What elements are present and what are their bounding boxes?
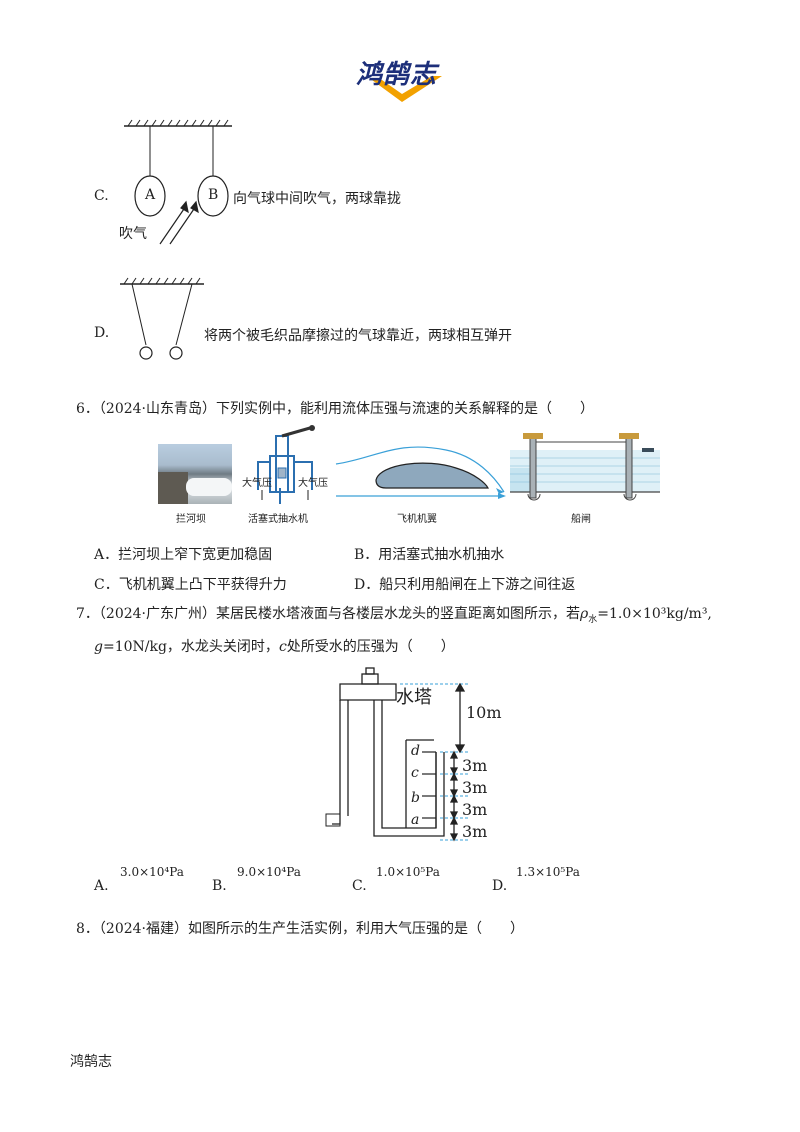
q6-caption-wing: 飞机机翼 — [397, 514, 437, 525]
q6-option-b: B．用活塞式抽水机抽水 — [354, 547, 505, 563]
footer-text: 鸿鹄志 — [70, 1054, 112, 1070]
q5d-figure — [120, 277, 204, 360]
q7-height-3m-2: 3m — [462, 778, 488, 797]
q7-point-a: a — [411, 812, 420, 828]
q5d-option-letter: D. — [94, 325, 110, 341]
q7-stem-line2: g=10N/kg，水龙头关闭时，c处所受水的压强为（ ） — [94, 636, 455, 656]
q7-height-3m-4: 3m — [462, 822, 488, 841]
q8-stem: 8．（2024·福建）如图所示的生产生活实例，利用大气压强的是（ ） — [76, 921, 524, 937]
q7-stem-line2-end: 处所受水的压强为（ ） — [286, 639, 455, 655]
q7-height-3m-3: 3m — [462, 800, 488, 819]
q6-option-c: C．飞机机翼上凸下平获得升力 — [94, 577, 287, 593]
blow-arrows — [159, 200, 199, 245]
q5c-ball-a-label: A — [145, 187, 156, 203]
logo-text: 鸿鹄志 — [356, 60, 438, 90]
q6-pump-figure — [257, 425, 315, 504]
q6-caption-pump: 活塞式抽水机 — [248, 514, 308, 525]
q6-option-a: A．拦河坝上窄下宽更加稳固 — [94, 547, 273, 563]
q7-g: g — [94, 639, 103, 655]
q6-caption-dam: 拦河坝 — [176, 514, 206, 525]
balloon-right — [169, 346, 183, 360]
header-logo: 鸿鹄志 — [350, 50, 470, 110]
q5c-figure — [124, 119, 232, 245]
q5d-option-text: 将两个被毛织品摩擦过的气球靠近，两球相互弹开 — [204, 328, 512, 344]
q7-option-a-value: 3.0×10⁴Pa — [120, 865, 184, 879]
balloon-b — [197, 175, 229, 217]
q7-option-a-letter: A. — [94, 878, 109, 894]
q6-wing-figure — [335, 446, 506, 499]
q6-pump-label-left: 大气压 — [242, 478, 272, 489]
q5c-ball-b-label: B — [208, 187, 219, 203]
q7-option-c-value: 1.0×10⁵Pa — [376, 865, 440, 879]
balloon-left — [139, 346, 153, 360]
q7-stem-suffix: =1.0×10³kg/m³, — [597, 606, 712, 622]
q7-rho-sub: 水 — [588, 614, 598, 625]
q7-point-d: d — [411, 743, 420, 759]
q7-c: c — [278, 639, 287, 655]
q7-rho: ρ — [579, 606, 589, 622]
q5c-option-text: 向气球中间吹气，两球靠拢 — [233, 191, 401, 207]
q7-tower-figure — [325, 667, 468, 842]
q6-dam-photo — [158, 444, 232, 504]
q7-height-10m: 10m — [466, 703, 502, 722]
q7-height-3m-1: 3m — [462, 756, 488, 775]
q6-option-d: D．船只利用船闸在上下游之间往返 — [354, 577, 576, 593]
q7-option-b-value: 9.0×10⁴Pa — [237, 865, 301, 879]
q6-stem: 6．（2024·山东青岛）下列实例中，能利用流体压强与流速的关系解释的是（ ） — [76, 401, 594, 417]
q5c-blow-label: 吹气 — [119, 226, 147, 242]
q7-point-b: b — [411, 790, 420, 806]
q7-option-c-letter: C. — [352, 878, 367, 894]
q7-option-d-letter: D. — [492, 878, 508, 894]
q7-stem-line1: 7．（2024·广东广州）某居民楼水塔液面与各楼层水龙头的竖直距离如图所示，若ρ… — [76, 603, 712, 625]
q7-point-c: c — [411, 765, 419, 781]
q6-pump-label-right: 大气压 — [298, 478, 328, 489]
q7-option-b-letter: B. — [212, 878, 227, 894]
q7-stem-line2-mid: =10N/kg，水龙头关闭时， — [102, 639, 279, 655]
q5c-option-letter: C. — [94, 188, 109, 204]
logo-chevron-icon — [372, 76, 442, 102]
q6-lock-figure — [510, 433, 660, 501]
q7-stem-prefix: 7．（2024·广东广州）某居民楼水塔液面与各楼层水龙头的竖直距离如图所示，若 — [76, 606, 580, 622]
balloon-a — [134, 175, 166, 217]
q7-option-d-value: 1.3×10⁵Pa — [516, 865, 580, 879]
q7-tower-label: 水塔 — [396, 687, 432, 708]
q6-caption-lock: 船闸 — [571, 514, 591, 525]
